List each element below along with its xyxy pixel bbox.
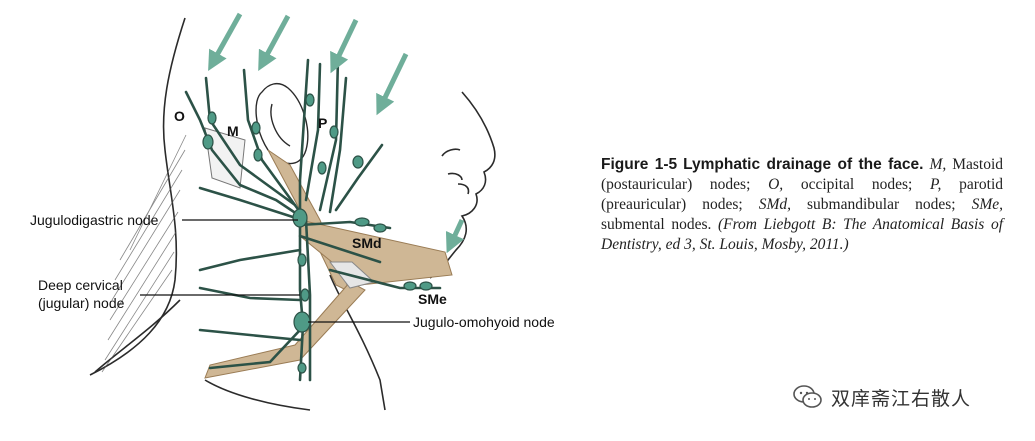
submental-node	[403, 281, 417, 291]
drainage-arrow	[258, 14, 291, 72]
jugulodigastric-node	[292, 208, 308, 228]
parotid-node	[317, 161, 327, 175]
occipital-node	[202, 134, 214, 150]
drainage-arrow	[445, 218, 465, 254]
label-submental: SMe	[418, 291, 447, 307]
drainage-arrow	[208, 12, 243, 71]
mastoid-node	[253, 148, 263, 162]
lymphatic-drainage-illustration: O M P SMd SMe Jugulodigastric node Deep …	[30, 12, 555, 411]
muscles	[204, 127, 453, 379]
figure-title: Lymphatic drainage of the face.	[683, 156, 924, 173]
jugulo-omohyoid-node	[293, 311, 311, 333]
source-citation: (From Liebgott B: The Anatomical Basis o…	[601, 216, 1004, 253]
deep-cervical-node	[297, 253, 307, 267]
abbr-sme: SMe,	[971, 196, 1004, 213]
def-o: occipital nodes;	[800, 176, 913, 193]
lower-cervical-node	[297, 362, 307, 374]
def-p: parotid (preauricular) nodes;	[601, 176, 1003, 213]
submandibular-node	[354, 217, 370, 227]
figure-caption: Figure 1-5 Lymphatic drainage of the fac…	[601, 155, 1003, 255]
parotid-node	[305, 93, 315, 107]
lymph-nodes	[202, 93, 433, 374]
def-smd: submandibular nodes;	[807, 196, 956, 213]
submental-node	[419, 281, 433, 291]
abbr-o: O,	[768, 176, 784, 193]
abbr-p: P,	[930, 176, 942, 193]
watermark: 双庠斋江右散人	[793, 382, 971, 412]
mastoid-node	[251, 121, 261, 135]
drainage-arrow	[330, 18, 359, 74]
label-deep-cervical-line1: Deep cervical	[38, 277, 123, 293]
abbr-m: M,	[929, 156, 947, 173]
watermark-text: 双庠斋江右散人	[831, 387, 972, 410]
label-mastoid: M	[227, 123, 239, 139]
abbr-smd: SMd,	[758, 196, 791, 213]
deep-cervical-node	[300, 288, 310, 302]
label-deep-cervical-line2: (jugular) node	[38, 295, 125, 311]
figure-number: Figure 1-5	[601, 156, 678, 173]
occipital-node	[207, 111, 217, 125]
leader-lines	[140, 219, 410, 323]
def-sme: submental nodes.	[601, 216, 712, 233]
def-m: Mastoid (postauricular) nodes;	[601, 156, 1004, 193]
label-submandibular: SMd	[352, 235, 382, 251]
label-jugulodigastric-node: Jugulodigastric node	[30, 212, 159, 228]
head-neck-outline	[89, 17, 496, 411]
submandibular-node	[373, 223, 387, 233]
parotid-node	[352, 155, 364, 169]
label-jugulo-omohyoid-node: Jugulo-omohyoid node	[413, 314, 555, 330]
wechat-icon	[793, 385, 822, 408]
ear	[255, 82, 309, 165]
neck-muscle-striations	[101, 134, 187, 373]
drainage-arrow	[376, 52, 409, 116]
label-occipital: O	[174, 108, 185, 124]
label-parotid: P	[318, 115, 327, 131]
lymph-vessels	[184, 56, 442, 382]
drainage-arrows	[208, 12, 465, 254]
parotid-node	[329, 125, 339, 139]
